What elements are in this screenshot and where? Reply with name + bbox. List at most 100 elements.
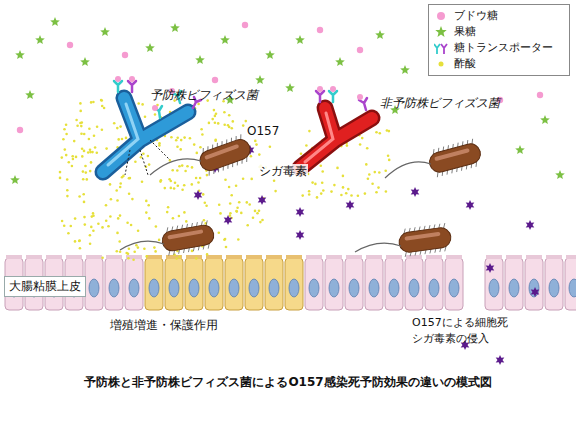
acetate-dot — [173, 187, 176, 190]
acetate-dot — [345, 192, 348, 195]
microvilli — [346, 255, 362, 259]
cell-nucleus — [109, 279, 119, 297]
o157-rod — [426, 138, 483, 179]
acetate-dot — [175, 257, 178, 260]
acetate-dot — [200, 128, 203, 131]
acetate-dot — [158, 142, 161, 145]
acetate-dot — [359, 143, 362, 146]
transporter-icon — [441, 44, 447, 54]
rod-highlight — [434, 148, 470, 161]
acetate-dot — [346, 144, 349, 147]
acetate-dot — [109, 215, 112, 218]
rod-body — [427, 142, 482, 175]
acetate-dot — [259, 221, 262, 224]
acetate-dot — [321, 170, 324, 173]
toxin — [531, 287, 540, 297]
acetate-dot — [82, 193, 85, 196]
cell-nucleus — [249, 279, 259, 297]
acetate-dot — [258, 210, 261, 213]
acetate-dot — [119, 182, 122, 185]
glucose — [67, 42, 73, 48]
acetate-dot — [199, 177, 202, 180]
acetate-dot — [119, 186, 122, 189]
toxin-label: シガ毒素 — [258, 164, 308, 178]
acetate-dot — [142, 152, 145, 155]
acetate-dot — [127, 252, 130, 255]
fructose — [375, 30, 385, 39]
acetate-dot — [180, 139, 183, 142]
acetate-dot — [229, 202, 232, 205]
acetate-dot — [305, 144, 308, 147]
cell-nucleus — [429, 279, 439, 297]
acetate-dot — [314, 183, 317, 186]
acetate-dot — [183, 136, 186, 139]
acetate-dot — [62, 138, 65, 141]
microvilli — [266, 255, 282, 259]
effect-label: O157による細胞死 — [412, 316, 508, 329]
acetate-dot — [178, 215, 181, 218]
acetate-dot — [177, 184, 180, 187]
acetate-dot — [64, 148, 67, 151]
pilus — [436, 172, 439, 177]
fructose — [50, 17, 60, 26]
microvilli — [486, 255, 502, 259]
acetate-dot — [366, 147, 369, 150]
epithelial-cell — [285, 258, 303, 310]
acetate-dot — [116, 127, 119, 130]
acetate-dot — [97, 222, 100, 225]
acetate-dot — [388, 130, 391, 133]
rod-body — [161, 224, 216, 253]
legend-row: 糖トランスポーター — [434, 40, 564, 56]
acetate-dot — [158, 239, 161, 242]
acetate-dot — [148, 163, 151, 166]
acetate-dot — [127, 257, 130, 260]
acetate-dot — [103, 107, 106, 110]
microvilli — [146, 255, 162, 259]
acetate-dot — [145, 255, 148, 258]
fructose — [555, 170, 565, 179]
acetate-dot — [214, 138, 217, 141]
acetate-dot — [116, 250, 119, 253]
acetate-dot — [125, 137, 128, 140]
acetate-dot — [105, 147, 108, 150]
acetate-dot — [101, 129, 104, 132]
toxin — [526, 220, 535, 230]
microvilli — [406, 255, 422, 259]
acetate-dot — [79, 247, 82, 250]
acetate-dot — [105, 204, 108, 207]
microvilli — [326, 255, 342, 259]
acetate-dot — [100, 99, 103, 102]
acetate-dot — [75, 156, 78, 159]
acetate-dot — [195, 177, 198, 180]
legend-text: ブドウ糖 — [454, 9, 498, 22]
acetate-dot — [171, 169, 174, 172]
acetate-dot — [242, 177, 245, 180]
acetate-dot — [170, 136, 173, 139]
glucose — [17, 127, 23, 133]
acetate-dot — [83, 133, 86, 136]
cell-nucleus — [409, 279, 419, 297]
epithelial-cell — [325, 258, 343, 310]
acetate-dot — [119, 214, 122, 217]
flagellum — [120, 241, 164, 250]
acetate-dot — [254, 210, 257, 213]
cell-nucleus — [189, 279, 199, 297]
acetate-dot — [66, 195, 69, 198]
microvilli — [186, 255, 202, 259]
rod-highlight — [167, 229, 203, 239]
acetate-dot — [65, 133, 68, 136]
acetate-dot — [208, 122, 211, 125]
epithelial-cell — [445, 258, 463, 310]
acetate-dot — [78, 195, 81, 198]
epithelial-cell — [545, 258, 563, 310]
acetate-dot — [368, 173, 371, 176]
cell-nucleus — [309, 279, 319, 297]
acetate-dot — [130, 224, 133, 227]
acetate-dot — [168, 178, 171, 181]
cell-nucleus — [389, 279, 399, 297]
acetate-dot — [87, 151, 90, 154]
acetate-dot — [211, 118, 214, 121]
acetate-dot — [160, 179, 163, 182]
fructose — [335, 57, 345, 66]
acetate-dot — [308, 193, 311, 196]
